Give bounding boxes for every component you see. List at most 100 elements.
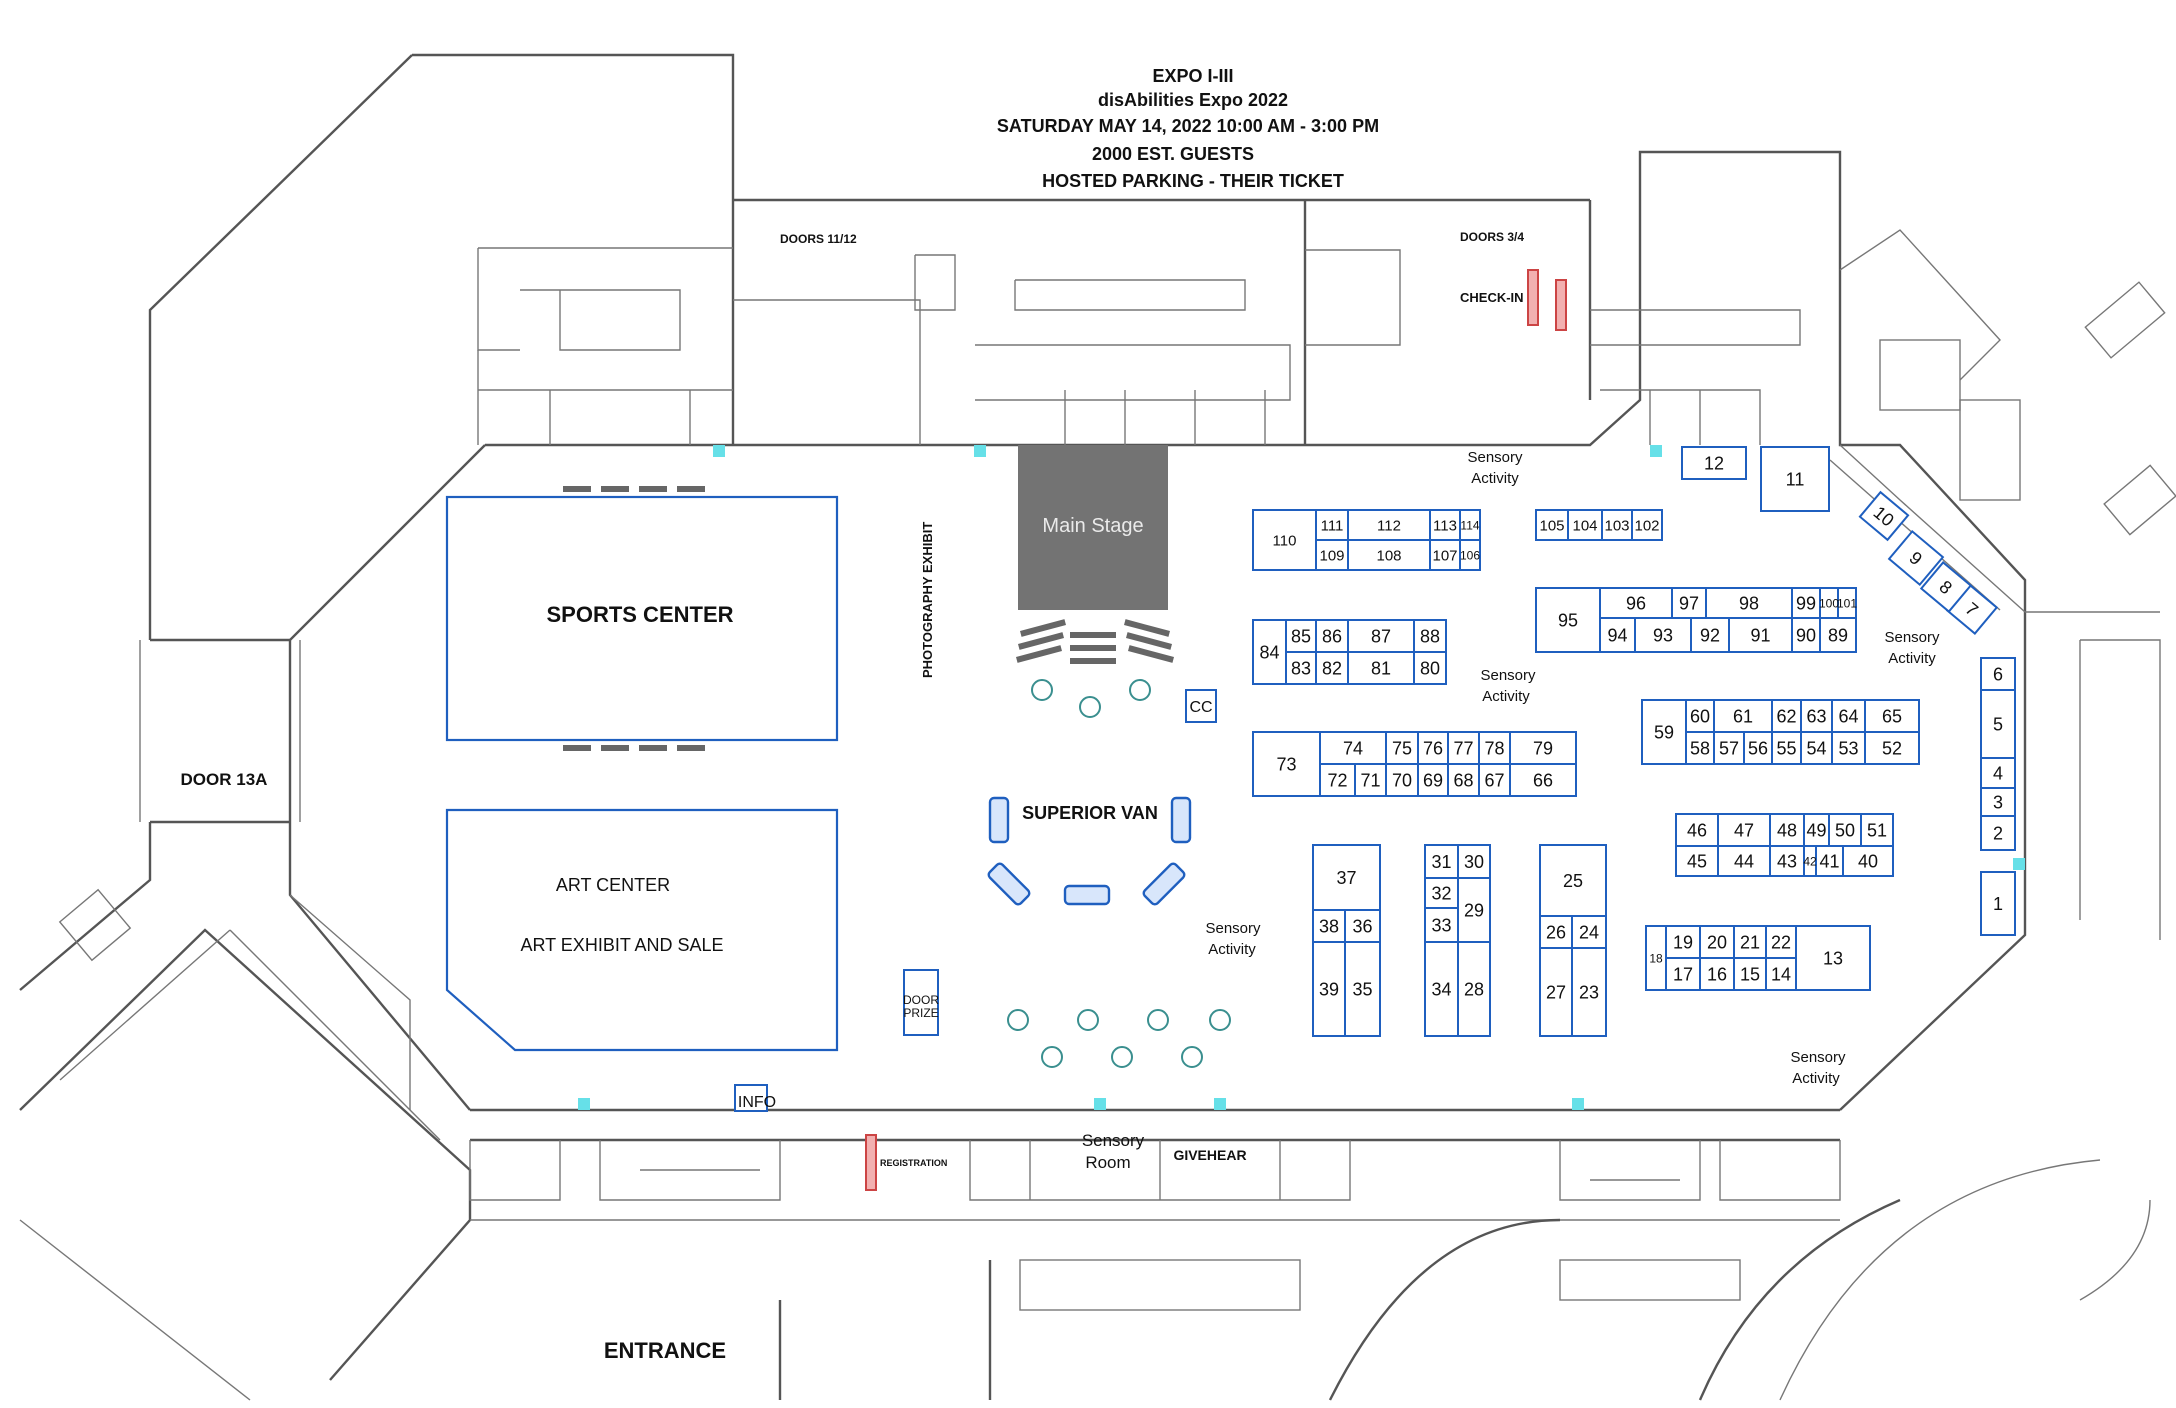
booth-number-88: 88: [1420, 626, 1440, 646]
map-labels: DOORS 11/12 DOORS 3/4 CHECK-IN PHOTOGRAP…: [181, 230, 1940, 1363]
booth-number-23: 23: [1579, 982, 1599, 1002]
booth-number-102: 102: [1634, 517, 1659, 534]
doors-3-4-label: DOORS 3/4: [1460, 230, 1524, 244]
booth-45: [1675, 845, 1719, 877]
booth-number-113: 113: [1433, 517, 1457, 534]
booth-34: [1424, 941, 1459, 1037]
booth-103: [1601, 509, 1633, 541]
info-label: INFO: [738, 1094, 776, 1111]
header-line-4: 2000 EST. GUESTS: [1092, 144, 1254, 164]
header-line-3: SATURDAY MAY 14, 2022 10:00 AM - 3:00 PM: [997, 116, 1379, 136]
booth-number-83: 83: [1291, 658, 1311, 678]
booth-number-112: 112: [1377, 517, 1401, 534]
booth-number-58: 58: [1690, 738, 1710, 758]
areas: Main Stage SPORTS CENTER ART CENTER ART …: [445, 445, 1217, 1112]
booth-number-76: 76: [1423, 738, 1443, 758]
booth-number-60: 60: [1690, 706, 1710, 726]
booth-number-55: 55: [1776, 738, 1796, 758]
booth-number-82: 82: [1322, 658, 1342, 678]
booth-number-56: 56: [1748, 738, 1768, 758]
booth-number-47: 47: [1734, 820, 1754, 840]
booth-53: [1831, 731, 1866, 765]
booth-number-46: 46: [1687, 820, 1707, 840]
booth-37: [1312, 844, 1381, 911]
booth-3: [1980, 787, 2016, 817]
booth-number-39: 39: [1319, 979, 1339, 999]
booth-114: [1459, 509, 1481, 541]
art-center-label: ART CENTER: [556, 875, 670, 895]
booth-95: [1535, 587, 1601, 653]
booth-number-6: 6: [1993, 664, 2003, 684]
booth-number-36: 36: [1352, 916, 1372, 936]
superior-van-label: SUPERIOR VAN: [1022, 803, 1158, 823]
booth-number-50: 50: [1835, 820, 1855, 840]
sensory-activity-label: Activity: [1482, 688, 1530, 705]
stage-steps: [1016, 619, 1174, 664]
booth-8: [1919, 560, 1973, 614]
vehicle: [1063, 884, 1111, 906]
entrance-label: ENTRANCE: [604, 1338, 726, 1363]
booth-number-68: 68: [1453, 770, 1473, 790]
main-stage-label: Main Stage: [1042, 515, 1143, 537]
registration-label: REGISTRATION: [880, 1158, 947, 1168]
booth-108: [1347, 539, 1431, 571]
booth-39: [1312, 941, 1346, 1037]
booth-27: [1539, 947, 1573, 1037]
booth-number-54: 54: [1806, 738, 1826, 758]
booth-number-107: 107: [1432, 547, 1457, 564]
booth-12: [1681, 446, 1747, 480]
booth-number-33: 33: [1431, 915, 1451, 935]
booth-number-65: 65: [1882, 706, 1902, 726]
sensory-activity-label: Activity: [1208, 941, 1256, 958]
booth-104: [1567, 509, 1603, 541]
booth-number-92: 92: [1700, 625, 1720, 645]
booth-101: [1837, 587, 1857, 619]
booth-number-89: 89: [1828, 625, 1848, 645]
door-prize-booth: [903, 969, 939, 1036]
round-tables: [1007, 679, 1231, 1068]
sensory-activity-label: Sensory: [1467, 449, 1523, 466]
sports-center-benches: [563, 486, 705, 751]
info-booth: [734, 1084, 768, 1112]
booth-number-78: 78: [1484, 738, 1504, 758]
booth-number-99: 99: [1796, 593, 1816, 613]
booth-number-85: 85: [1291, 626, 1311, 646]
booth-number-1: 1: [1993, 894, 2003, 914]
booth-number-63: 63: [1806, 706, 1826, 726]
sensory-activity-label: Sensory: [1884, 629, 1940, 646]
booth-65: [1864, 699, 1920, 733]
booth-number-73: 73: [1276, 754, 1296, 774]
booth-60: [1685, 699, 1715, 733]
booth-number-32: 32: [1431, 883, 1451, 903]
booth-number-95: 95: [1558, 610, 1578, 630]
check-in-label: CHECK-IN: [1460, 290, 1524, 305]
booth-number-75: 75: [1392, 738, 1412, 758]
booth-number-12: 12: [1704, 453, 1724, 473]
booth-98: [1705, 587, 1793, 619]
booth-number-41: 41: [1819, 851, 1839, 871]
booth-105: [1535, 509, 1569, 541]
booth-102: [1631, 509, 1663, 541]
booth-83: [1285, 651, 1317, 685]
booth-number-80: 80: [1420, 658, 1440, 678]
booth-52: [1864, 731, 1920, 765]
booth-number-103: 103: [1604, 517, 1629, 534]
booth-29: [1457, 877, 1491, 943]
vehicle: [987, 862, 1031, 906]
cc-booth: [1185, 689, 1217, 723]
booth-number-81: 81: [1371, 658, 1391, 678]
booth-81: [1347, 651, 1415, 685]
cc-label: CC: [1189, 699, 1212, 716]
booth-9: [1887, 529, 1945, 587]
door-13a-label: DOOR 13A: [181, 770, 268, 789]
booth-97: [1671, 587, 1707, 619]
booth-number-96: 96: [1626, 593, 1646, 613]
booth-number-104: 104: [1572, 517, 1597, 534]
booth-number-35: 35: [1352, 979, 1372, 999]
booth-number-24: 24: [1579, 922, 1599, 942]
booth-number-97: 97: [1679, 593, 1699, 613]
booth-77: [1447, 731, 1480, 765]
booth-number-26: 26: [1546, 922, 1566, 942]
